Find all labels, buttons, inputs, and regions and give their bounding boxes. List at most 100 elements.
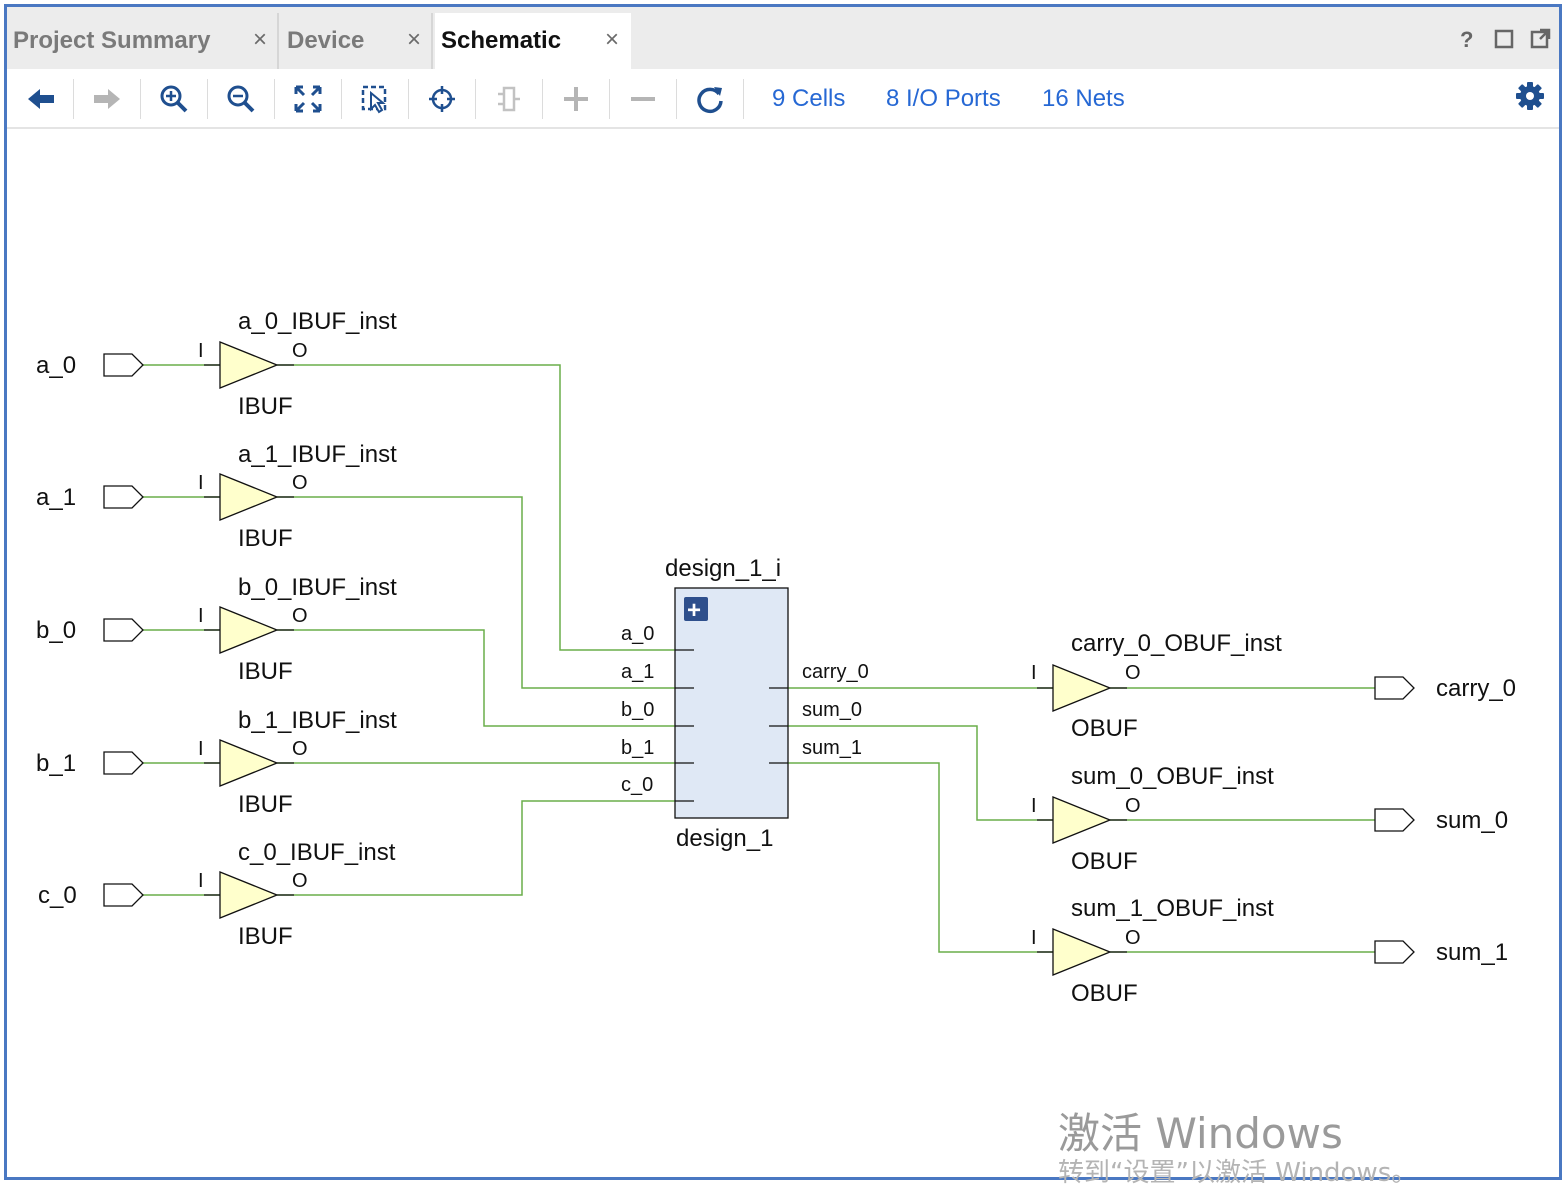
input-port-b_0[interactable] — [103, 618, 144, 642]
input-port-a_0[interactable] — [103, 353, 144, 377]
port-label: a_1 — [36, 484, 76, 511]
close-icon[interactable]: × — [406, 26, 421, 53]
schematic-diagram[interactable]: a_0 a_1 b_0 b_1 c_0 a_0_IBUF_inst I O — [7, 129, 1559, 1177]
pin-label: I — [198, 870, 204, 892]
output-ports: carry_0 sum_0 sum_1 — [1374, 675, 1516, 966]
back-icon[interactable] — [21, 79, 61, 119]
port-label: carry_0 — [1436, 675, 1516, 702]
tab-label: Schematic — [441, 27, 562, 54]
float-icon[interactable] — [1529, 27, 1551, 51]
obuf-cell[interactable]: sum_1_OBUF_inst I O OBUF — [1031, 895, 1274, 1007]
cell-type-label: IBUF — [238, 923, 293, 950]
pin-label: I — [198, 472, 204, 494]
pin-label: O — [1125, 927, 1141, 949]
schematic-window: Project Summary × Device × Schematic × ? — [4, 4, 1562, 1180]
port-label: a_0 — [36, 352, 76, 379]
refresh-icon[interactable] — [690, 79, 730, 119]
ibuf-cells: a_0_IBUF_inst I O IBUF a_1_IBUF_inst I O… — [198, 308, 397, 950]
design-block[interactable]: design_1_i + a_0 a_1 b_0 b_1 c_0 carry_0… — [621, 555, 869, 852]
tab-schematic[interactable]: Schematic × — [435, 13, 631, 69]
output-port-sum_0[interactable] — [1374, 808, 1415, 832]
svg-text:?: ? — [1460, 27, 1473, 51]
activation-watermark: 激活 Windows — [1058, 1109, 1343, 1158]
port-label: c_0 — [38, 882, 77, 909]
pin-label: O — [1125, 795, 1141, 817]
nets-link[interactable]: 16 Nets — [1042, 85, 1125, 112]
input-port-c_0[interactable] — [103, 883, 144, 907]
toolbar: 9 Cells 8 I/O Ports 16 Nets — [7, 69, 1559, 129]
pin-label: c_0 — [621, 774, 653, 796]
instance-label: b_0_IBUF_inst — [238, 574, 397, 601]
crosshair-icon[interactable] — [422, 79, 462, 119]
tab-bar: Project Summary × Device × Schematic × ? — [7, 7, 1559, 69]
output-port-carry_0[interactable] — [1374, 676, 1415, 700]
instance-label: sum_0_OBUF_inst — [1071, 763, 1274, 790]
toolbar-separator — [408, 79, 409, 119]
input-port-b_1[interactable] — [103, 751, 144, 775]
maximize-icon[interactable] — [1493, 27, 1515, 51]
zoom-out-icon[interactable] — [221, 79, 261, 119]
pin-label: sum_0 — [802, 699, 862, 721]
pin-label: b_1 — [621, 737, 654, 759]
forward-icon[interactable] — [87, 79, 127, 119]
toolbar-separator — [140, 79, 141, 119]
close-icon[interactable]: × — [604, 26, 619, 53]
toolbar-separator — [743, 79, 744, 119]
zoom-in-icon[interactable] — [154, 79, 194, 119]
pin-label: O — [292, 340, 308, 362]
toolbar-separator — [73, 79, 74, 119]
cell-type-label: design_1 — [676, 825, 773, 852]
net-sum_0[interactable] — [769, 725, 1375, 821]
obuf-cell[interactable]: sum_0_OBUF_inst I O OBUF — [1031, 763, 1274, 875]
help-icon[interactable]: ? — [1457, 27, 1479, 51]
obuf-cells: carry_0_OBUF_inst I O OBUF sum_0_OBUF_in… — [1031, 630, 1282, 1007]
expand-icon[interactable] — [556, 79, 596, 119]
pin-label: sum_1 — [802, 737, 862, 759]
expand-block-button[interactable]: + — [684, 597, 708, 624]
net-a_1[interactable] — [143, 496, 694, 689]
fit-icon[interactable] — [288, 79, 328, 119]
input-port-a_1[interactable] — [103, 485, 144, 509]
input-ports: a_0 a_1 b_0 b_1 c_0 — [36, 352, 144, 909]
zoom-area-icon[interactable] — [355, 79, 395, 119]
tab-project-summary[interactable]: Project Summary × — [7, 13, 279, 69]
net-sum_1[interactable] — [769, 762, 1375, 953]
pin-label: I — [1031, 927, 1037, 949]
ibuf-cell[interactable]: b_1_IBUF_inst I O IBUF — [198, 707, 397, 818]
toolbar-separator — [207, 79, 208, 119]
collapse-icon[interactable] — [489, 79, 529, 119]
instance-label: b_1_IBUF_inst — [238, 707, 397, 734]
schematic-canvas[interactable]: a_0 a_1 b_0 b_1 c_0 a_0_IBUF_inst I O — [7, 129, 1559, 1177]
pin-label: I — [198, 738, 204, 760]
activation-watermark-subtext: 转到“设置”以激活 Windows。 — [1058, 1158, 1418, 1188]
instance-label: c_0_IBUF_inst — [238, 839, 396, 866]
tab-label: Device — [287, 27, 365, 54]
toolbar-separator — [274, 79, 275, 119]
close-icon[interactable]: × — [252, 26, 267, 53]
cell-type-label: OBUF — [1071, 848, 1138, 875]
pin-label: a_0 — [621, 623, 654, 645]
ibuf-cell[interactable]: b_0_IBUF_inst I O IBUF — [198, 574, 397, 685]
gear-icon[interactable] — [1515, 81, 1545, 116]
cell-type-label: IBUF — [238, 393, 293, 420]
pin-label: O — [292, 472, 308, 494]
port-label: b_0 — [36, 617, 76, 644]
io-ports-link[interactable]: 8 I/O Ports — [886, 85, 1001, 112]
tab-device[interactable]: Device × — [281, 13, 433, 69]
toolbar-separator — [609, 79, 610, 119]
ibuf-cell[interactable]: c_0_IBUF_inst I O IBUF — [198, 839, 396, 950]
cell-type-label: OBUF — [1071, 715, 1138, 742]
pin-label: I — [198, 605, 204, 627]
ibuf-cell[interactable]: a_1_IBUF_inst I O IBUF — [198, 441, 397, 552]
pin-label: I — [1031, 795, 1037, 817]
pin-label: b_0 — [621, 699, 654, 721]
tab-label: Project Summary — [13, 27, 211, 54]
port-label: sum_0 — [1436, 807, 1508, 834]
ibuf-cell[interactable]: a_0_IBUF_inst I O IBUF — [198, 308, 397, 420]
obuf-cell[interactable]: carry_0_OBUF_inst I O OBUF — [1031, 630, 1282, 742]
toolbar-separator — [475, 79, 476, 119]
output-port-sum_1[interactable] — [1374, 940, 1415, 964]
instance-label: carry_0_OBUF_inst — [1071, 630, 1282, 657]
cells-link[interactable]: 9 Cells — [772, 85, 846, 112]
remove-icon[interactable] — [623, 79, 663, 119]
